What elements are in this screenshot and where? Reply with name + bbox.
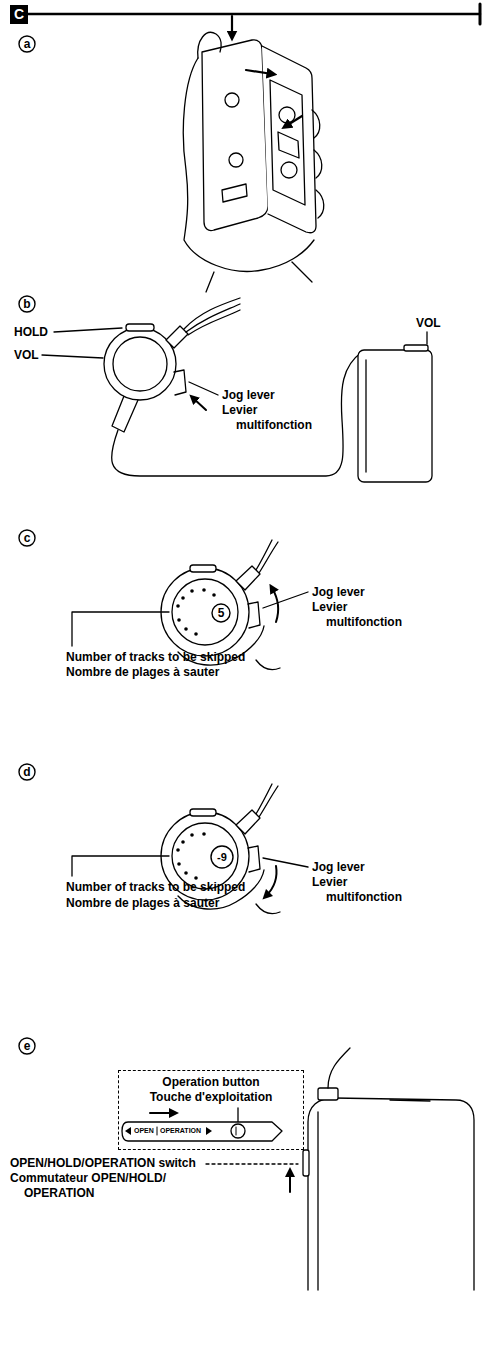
- switch-marking: OPEN: [134, 1127, 154, 1135]
- part-label: Commutateur OPEN/HOLD/ OPERATION: [10, 1171, 200, 1201]
- step-circle: c: [18, 529, 36, 547]
- node-text: d: [23, 765, 30, 780]
- part-label: OPEN/HOLD/OPERATION switch: [10, 1156, 196, 1171]
- remote-skip-back-figure: [72, 784, 308, 914]
- node-text: a: [24, 37, 31, 52]
- part-label: HOLD: [14, 325, 48, 340]
- step-circle: e: [18, 1037, 36, 1055]
- node-text: -9: [217, 850, 227, 864]
- part-label: Levier multifonction: [312, 875, 410, 905]
- node-text: b: [23, 297, 30, 312]
- dial-number: 5: [211, 603, 231, 623]
- node-text: 5: [218, 606, 225, 621]
- step-circle: b: [18, 295, 36, 313]
- switch-marking: OPERATION: [160, 1127, 201, 1135]
- part-label: VOL: [416, 316, 441, 331]
- node-text: Touche d'exploitation: [150, 1090, 273, 1105]
- part-label: Levier multifonction: [222, 403, 320, 433]
- part-label: Jog lever: [312, 860, 365, 875]
- part-label: VOL: [14, 348, 39, 363]
- remote-and-player-figure: [42, 298, 432, 482]
- part-label: Levier multifonction: [312, 600, 410, 630]
- callout-label: Number of tracks to be skipped: [66, 650, 245, 665]
- part-label: Jog lever: [222, 388, 275, 403]
- dial-number: -9: [210, 845, 234, 869]
- section-badge: C: [10, 5, 28, 24]
- node-text: C: [14, 6, 24, 23]
- callout-label: Nombre de plages à sauter: [66, 896, 219, 911]
- node-text: e: [24, 1039, 31, 1054]
- step-circle: a: [18, 35, 36, 53]
- callout-box: Operation buttonTouche d'exploitation: [118, 1070, 304, 1150]
- part-label: Jog lever: [312, 585, 365, 600]
- node-text: Operation button: [162, 1075, 259, 1090]
- header-rule: [28, 4, 480, 24]
- step-circle: d: [18, 763, 36, 781]
- node-text: c: [24, 531, 31, 546]
- callout-label: Number of tracks to be skipped: [66, 880, 245, 895]
- cassette-loading-figure: [183, 16, 323, 292]
- callout-label: Nombre de plages à sauter: [66, 665, 219, 680]
